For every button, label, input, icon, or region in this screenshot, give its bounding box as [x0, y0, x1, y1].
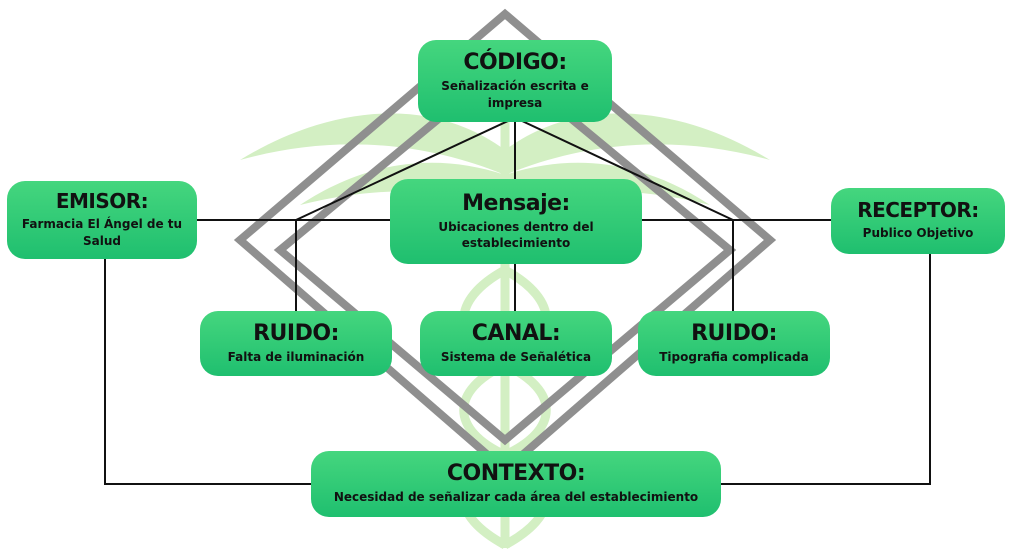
canal-title: CANAL:: [471, 320, 561, 346]
line-emisor-contexto: [104, 258, 313, 485]
contexto-box: CONTEXTO: Necesidad de señalizar cada ár…: [311, 451, 721, 517]
ruido-right-title: RUIDO:: [691, 320, 777, 346]
line-receptor-contexto: [718, 254, 931, 485]
emisor-description: Farmacia El Ángel de tu Salud: [21, 217, 183, 248]
mensaje-box: Mensaje: Ubicaciones dentro del establec…: [390, 179, 642, 264]
mensaje-description: Ubicaciones dentro del establecimiento: [438, 219, 594, 251]
line-codigo-right: [519, 119, 734, 221]
contexto-description: Necesidad de señalizar cada área del est…: [333, 490, 699, 505]
emisor-box: EMISOR: Farmacia El Ángel de tu Salud: [7, 181, 197, 259]
mensaje-title: Mensaje:: [462, 190, 570, 216]
receptor-description: Publico Objetivo: [862, 226, 974, 241]
emisor-title: EMISOR:: [55, 189, 149, 214]
connector-lines: [104, 119, 931, 485]
ruido-left-box: RUIDO: Falta de iluminación: [200, 311, 392, 376]
receptor-box: RECEPTOR: Publico Objetivo: [831, 188, 1005, 254]
canal-description: Sistema de Señalética: [440, 349, 592, 364]
codigo-title: CÓDIGO:: [463, 50, 567, 76]
codigo-description: Señalización escrita e impresa: [441, 79, 589, 110]
ruido-right-description: Tipografia complicada: [659, 349, 809, 364]
canal-box: CANAL: Sistema de Señalética: [420, 311, 612, 376]
ruido-left-title: RUIDO:: [253, 320, 339, 346]
ruido-left-description: Falta de iluminación: [227, 349, 365, 364]
codigo-box: CÓDIGO: Señalización escrita e impresa: [418, 40, 612, 122]
contexto-title: CONTEXTO:: [446, 461, 586, 487]
line-codigo-left: [295, 119, 511, 221]
receptor-title: RECEPTOR:: [857, 198, 979, 223]
ruido-right-box: RUIDO: Tipografia complicada: [638, 311, 830, 376]
